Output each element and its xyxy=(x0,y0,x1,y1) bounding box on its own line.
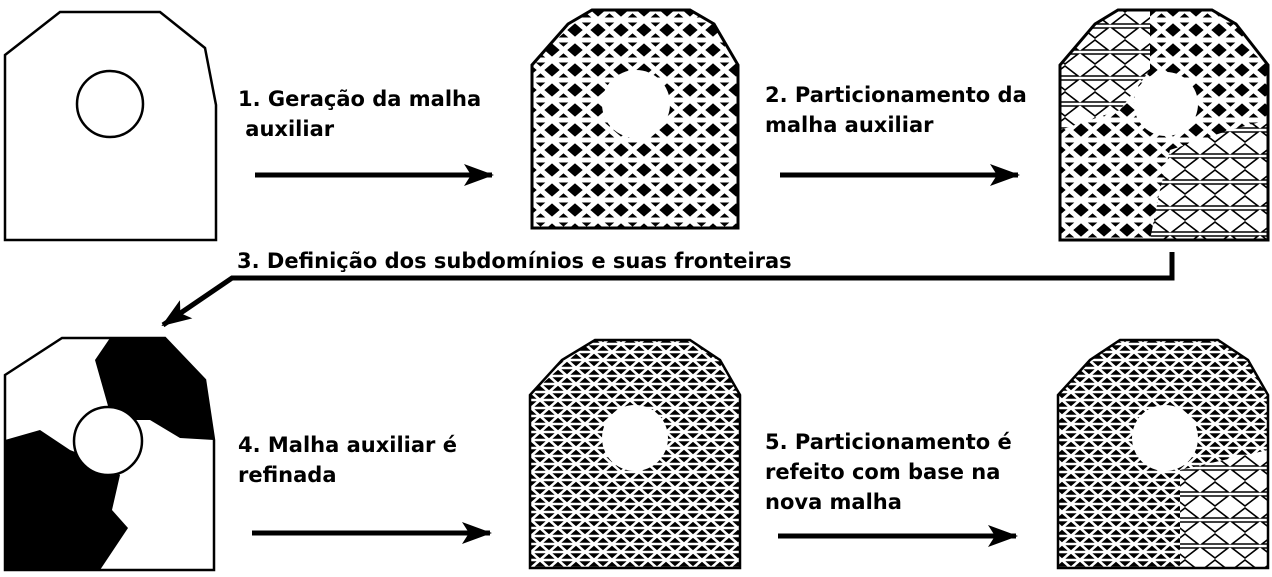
step-4-line-2: refinada xyxy=(238,463,337,487)
repartitioned-mesh xyxy=(1056,338,1270,570)
step-3-label: 3. Definição dos subdomínios e suas fron… xyxy=(237,246,792,276)
auxiliary-mesh xyxy=(530,8,740,230)
step-5-line-2: refeito com base na xyxy=(765,460,1001,484)
step-1-label: 1. Geração da malha auxiliar xyxy=(238,84,481,144)
domain-geometry xyxy=(3,10,218,242)
partitioned-auxiliary-mesh xyxy=(1058,8,1270,242)
step-4-line-1: 4. Malha auxiliar é xyxy=(238,433,457,457)
step-1-line-1: 1. Geração da malha xyxy=(238,87,482,111)
step-2-line-1: 2. Particionamento da xyxy=(765,83,1027,107)
step-1-line-2: auxiliar xyxy=(238,117,335,141)
step-4-label: 4. Malha auxiliar é refinada xyxy=(238,430,457,490)
arrow-step-3 xyxy=(161,252,1175,328)
step-5-label: 5. Particionamento é refeito com base na… xyxy=(765,427,1012,517)
step-2-line-2: malha auxiliar xyxy=(765,113,934,137)
step-3-line-1: 3. Definição dos subdomínios e suas fron… xyxy=(237,249,792,273)
step-2-label: 2. Particionamento da malha auxiliar xyxy=(765,80,1027,140)
subdomains-geometry xyxy=(3,336,216,572)
step-5-line-3: nova malha xyxy=(765,490,902,514)
step-5-line-1: 5. Particionamento é xyxy=(765,430,1012,454)
refined-auxiliary-mesh xyxy=(528,338,742,570)
